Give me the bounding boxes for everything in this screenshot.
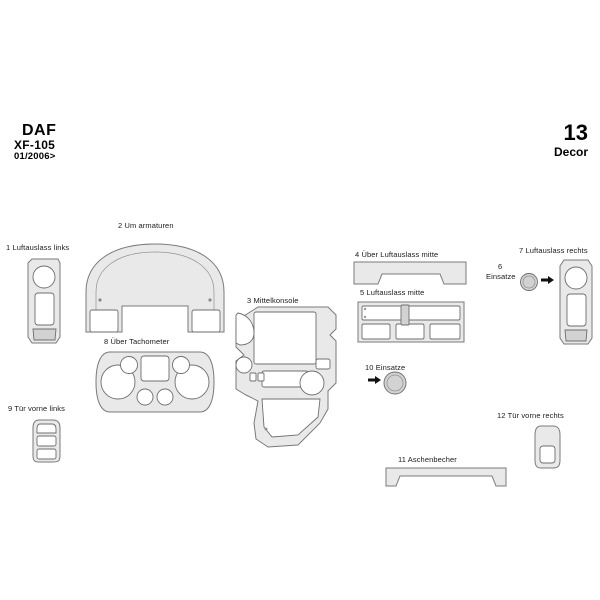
part-6-inserts[interactable]	[519, 272, 539, 292]
model-year: 01/2006>	[14, 151, 56, 162]
label-part-3: 3 Mittelkonsole	[247, 296, 299, 305]
label-part-6-number: 6	[498, 262, 503, 271]
part-3-center-console[interactable]	[232, 305, 340, 450]
label-part-1: 1 Luftauslass links	[6, 243, 70, 252]
part-13-insert-strip[interactable]	[400, 304, 410, 326]
part-4-above-center-vent[interactable]	[352, 260, 468, 286]
arrow-to-part-7-icon	[541, 275, 555, 285]
label-part-9: 9 Tür vorne links	[8, 404, 66, 413]
label-part-10: 10 Einsatze	[365, 363, 406, 372]
kit-type-label: Decor	[553, 145, 588, 159]
label-part-8: 8 Über Tachometer	[104, 337, 170, 346]
kit-piece-count: 13	[563, 120, 588, 145]
label-part-6-text: Einsatze	[486, 272, 516, 281]
part-5-center-vent[interactable]	[356, 300, 466, 344]
label-part-2: 2 Um armaturen	[118, 221, 174, 230]
part-1-air-vent-left[interactable]	[22, 257, 68, 345]
label-part-7: 7 Luftauslass rechts	[519, 246, 588, 255]
part-11-ashtray[interactable]	[384, 466, 508, 490]
part-10-inserts[interactable]	[383, 371, 407, 395]
part-2-instrument-surround[interactable]	[84, 240, 226, 338]
part-8-above-speedometer[interactable]	[94, 349, 216, 415]
label-part-12: 12 Tür vorne rechts	[497, 411, 564, 420]
brand-name: DAF	[22, 122, 57, 139]
label-part-11: 11 Aschenbecher	[398, 455, 457, 464]
part-7-air-vent-right[interactable]	[556, 258, 598, 346]
vehicle-model: XF-105	[14, 138, 56, 152]
arrow-to-part-10-icon	[368, 375, 382, 385]
label-part-4: 4 Über Luftauslass mitte	[355, 250, 439, 259]
label-part-5: 5 Luftauslass mitte	[360, 288, 425, 297]
part-9-door-front-left[interactable]	[30, 418, 64, 464]
part-12-door-front-right[interactable]	[533, 424, 563, 470]
